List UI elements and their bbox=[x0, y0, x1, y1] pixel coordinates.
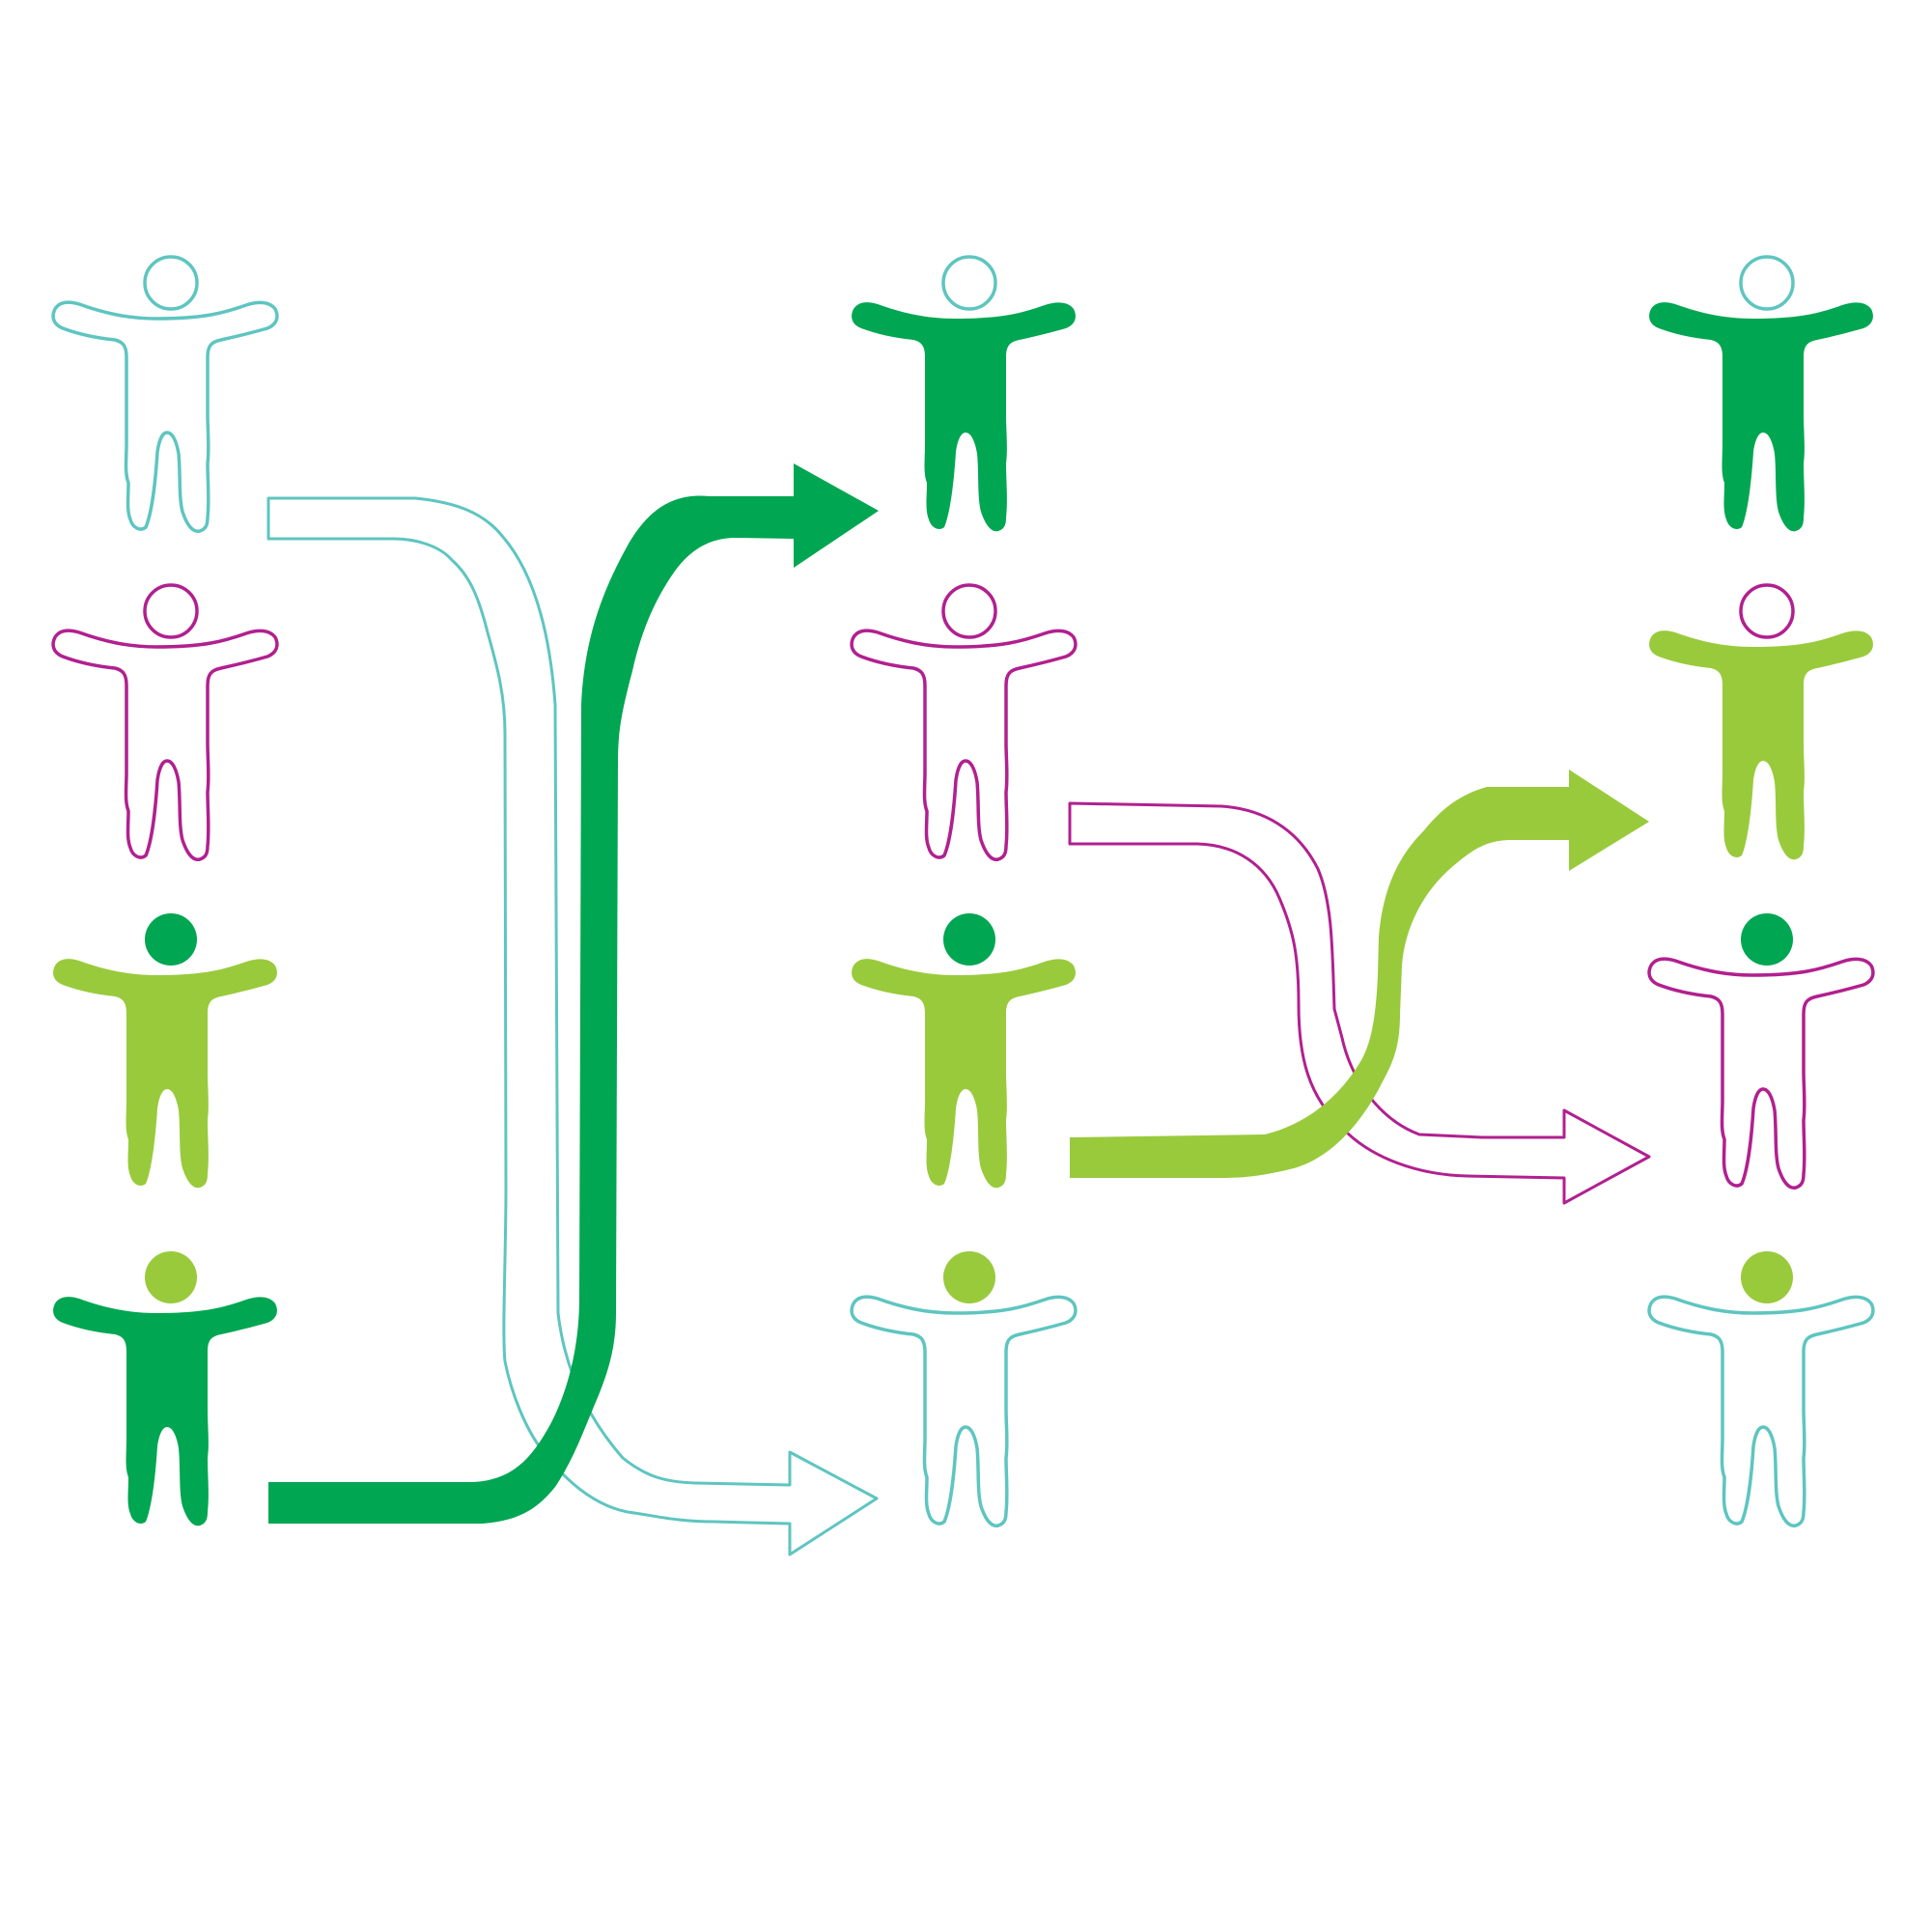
person-head bbox=[145, 913, 197, 966]
arrow-teal-body-down bbox=[266, 496, 879, 1556]
person-head bbox=[1741, 1251, 1793, 1303]
person-head bbox=[943, 1251, 995, 1303]
person-head bbox=[943, 913, 995, 966]
person-figure-c3-r2 bbox=[1649, 583, 1873, 860]
person-body bbox=[53, 1297, 277, 1526]
person-figure-c2-r1 bbox=[852, 255, 1076, 532]
person-head bbox=[1739, 583, 1795, 639]
person-head bbox=[145, 1251, 197, 1303]
arrows-layer bbox=[266, 463, 1651, 1556]
person-head bbox=[1739, 255, 1795, 311]
person-body bbox=[850, 629, 1078, 861]
person-body bbox=[51, 300, 279, 533]
person-head bbox=[143, 255, 199, 311]
person-head bbox=[941, 583, 997, 639]
person-figure-c3-r1 bbox=[1649, 255, 1873, 532]
arrow-light-green-body-up bbox=[1070, 770, 1649, 1178]
person-body bbox=[1647, 1295, 1875, 1527]
person-figure-c1-r2 bbox=[51, 583, 279, 861]
person-figure-c1-r3 bbox=[53, 913, 277, 1189]
person-head bbox=[941, 255, 997, 311]
person-figure-c2-r3 bbox=[852, 913, 1076, 1189]
figures-layer bbox=[51, 255, 1875, 1527]
arrow-dark-green-body-up bbox=[268, 463, 879, 1524]
person-figure-c3-r4 bbox=[1647, 1251, 1875, 1527]
person-body bbox=[1649, 630, 1873, 860]
person-body bbox=[1647, 957, 1875, 1190]
person-head bbox=[143, 583, 199, 639]
person-figure-c3-r3 bbox=[1647, 913, 1875, 1190]
person-figure-c2-r4 bbox=[850, 1251, 1078, 1527]
arrow-magenta-body-down bbox=[1068, 801, 1651, 1205]
person-figure-c1-r1 bbox=[51, 255, 279, 533]
person-body bbox=[850, 1295, 1078, 1527]
person-body bbox=[1649, 302, 1873, 532]
person-figure-c1-r4 bbox=[53, 1251, 277, 1526]
person-body bbox=[51, 629, 279, 861]
person-body bbox=[852, 302, 1076, 532]
person-body bbox=[852, 959, 1076, 1189]
person-figure-c2-r2 bbox=[850, 583, 1078, 861]
person-body bbox=[53, 959, 277, 1189]
person-head bbox=[1741, 913, 1793, 966]
